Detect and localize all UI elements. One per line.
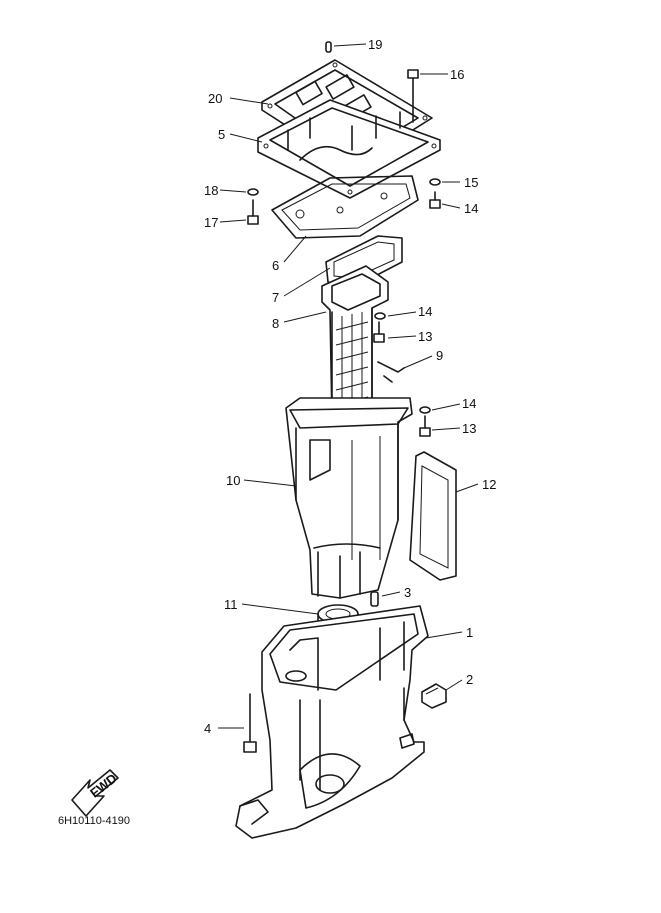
callout-10: 10 xyxy=(226,473,240,488)
part-8-exhaust-pipe xyxy=(321,265,389,421)
callout-11: 11 xyxy=(224,597,238,612)
part-2-anode xyxy=(421,683,447,709)
part-5-upper-block xyxy=(257,99,441,199)
callout-20: 20 xyxy=(208,91,222,106)
fasteners xyxy=(243,41,441,753)
callout-16: 15 xyxy=(464,175,478,190)
callout-21: 19 xyxy=(368,37,382,52)
part-1-lower-casing xyxy=(235,605,429,839)
callout-13b: 13 xyxy=(462,421,476,436)
callout-18: 17 xyxy=(204,215,218,230)
callout-4: 4 xyxy=(204,721,211,736)
diagram-code: 6H10110-4190 xyxy=(58,815,130,827)
callout-3: 3 xyxy=(404,585,411,600)
callout-14b: 14 xyxy=(462,396,476,411)
callout-1: 1 xyxy=(466,625,473,640)
callout-labels: 19 16 20 5 15 18 14 17 6 7 14 8 13 9 14 … xyxy=(204,37,496,736)
callout-6: 6 xyxy=(272,258,279,273)
callout-12: 12 xyxy=(482,477,496,492)
callout-19: 18 xyxy=(204,183,218,198)
part-7-exhaust-gasket xyxy=(325,235,403,287)
callout-5: 5 xyxy=(218,127,225,142)
part-12-gasket xyxy=(409,451,457,581)
callout-2: 2 xyxy=(466,672,473,687)
callout-13a: 13 xyxy=(418,329,432,344)
callout-7: 7 xyxy=(272,290,279,305)
part-10-upper-casing xyxy=(285,397,413,599)
part-6-gasket xyxy=(271,175,419,239)
part-3-dowel-pin xyxy=(370,591,379,607)
part-9-clip xyxy=(377,361,405,383)
callout-9: 9 xyxy=(436,348,443,363)
callout-8: 8 xyxy=(272,316,279,331)
leader-lines xyxy=(218,43,479,729)
callout-14a: 14 xyxy=(418,304,432,319)
callout-15: 14 xyxy=(464,201,478,216)
fwd-arrow: FWD xyxy=(71,769,120,817)
callout-17: 16 xyxy=(450,67,464,82)
